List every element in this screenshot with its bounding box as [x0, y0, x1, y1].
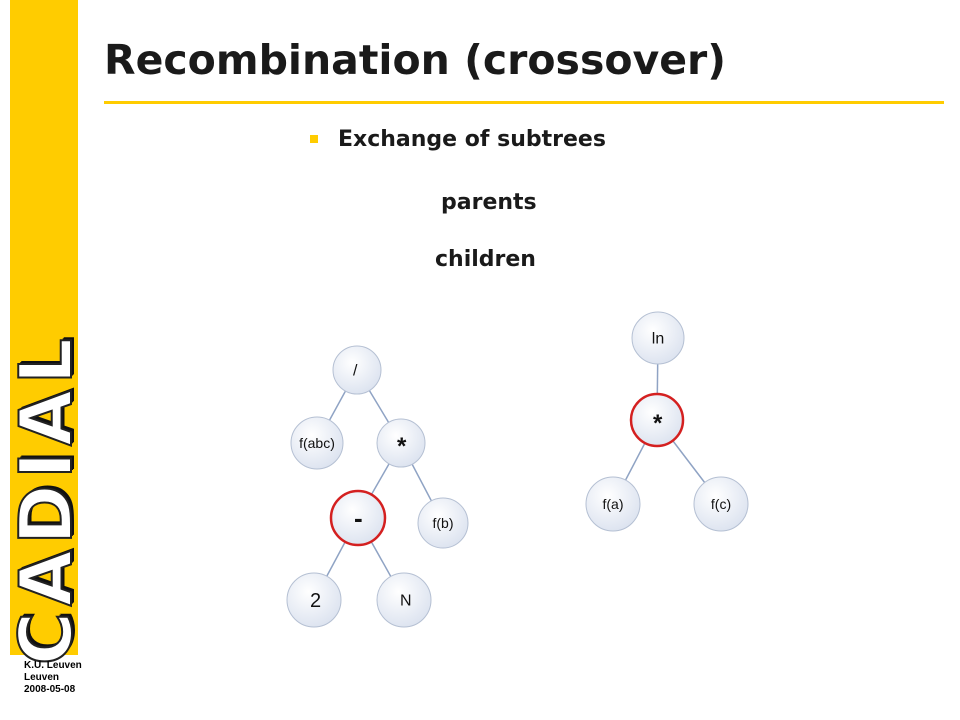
bullet-item: Exchange of subtrees: [310, 127, 606, 152]
parents-label: parents: [441, 190, 537, 215]
node-label: /: [353, 363, 358, 380]
tree-nodes: / f(abc) * - f(b) 2 Nln * f(a) f(c): [286, 311, 749, 628]
node-circle: [332, 345, 382, 395]
node-circle: [585, 476, 641, 532]
tree-node: f(b): [417, 497, 469, 549]
tree-node: /: [332, 345, 382, 395]
tree-node: N: [376, 572, 432, 628]
node-label: f(a): [603, 496, 624, 512]
tree-node: ln: [631, 311, 685, 365]
node-circle: [631, 311, 685, 365]
node-label: f(c): [711, 496, 731, 512]
square-bullet-icon: [310, 134, 318, 143]
tree-node: f(c): [693, 476, 749, 532]
footer-affiliation: K.U. Leuven: [24, 660, 82, 671]
tree-node-highlighted: -: [329, 489, 387, 547]
footer-date: 2008-05-08: [24, 684, 76, 695]
node-label: ln: [652, 331, 664, 348]
node-circle: [417, 497, 469, 549]
tree-node: 2: [286, 572, 342, 628]
node-circle: [376, 418, 426, 468]
footer: K.U. Leuven Leuven 2008-05-08: [24, 660, 82, 696]
node-circle: [693, 476, 749, 532]
node-circle: [329, 489, 387, 547]
tree-node: *: [376, 418, 426, 468]
footer-city: Leuven: [24, 672, 60, 683]
node-label: f(b): [433, 515, 454, 531]
node-circle: [629, 392, 685, 448]
node-label: *: [397, 433, 407, 460]
node-label: -: [354, 503, 363, 533]
node-label: *: [653, 410, 663, 437]
title-underline: [104, 101, 944, 104]
node-label: f(abc): [299, 435, 335, 451]
tree-node-highlighted: *: [629, 392, 685, 448]
brand-sidebar: [10, 0, 78, 655]
node-label: N: [400, 593, 412, 610]
bullet-text: Exchange of subtrees: [338, 127, 606, 152]
node-circle: [290, 416, 344, 470]
tree-node: f(abc): [290, 416, 344, 470]
slide-title: Recombination (crossover): [104, 36, 727, 84]
node-label: 2: [310, 590, 321, 612]
node-circle: [286, 572, 342, 628]
tree-node: f(a): [585, 476, 641, 532]
children-label: children: [435, 247, 536, 272]
node-circle: [376, 572, 432, 628]
